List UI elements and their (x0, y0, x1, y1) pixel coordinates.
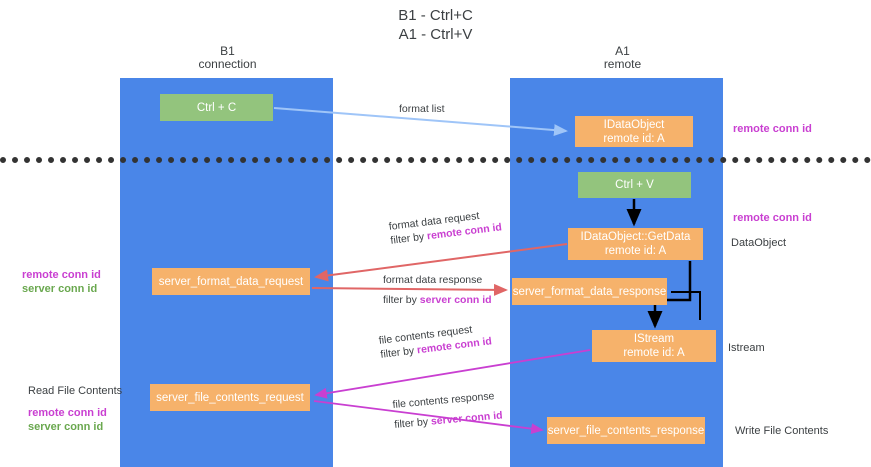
column-header-b1: B1 connection (150, 45, 305, 71)
annotation-remote-conn-id-top: remote conn id (733, 123, 812, 135)
box-getdata-line1: IDataObject::GetData (580, 231, 691, 243)
box-idataobject-line2: remote id: A (603, 132, 665, 145)
label-format-data-response-line1: format data response (383, 274, 483, 286)
annotation-left-read-block: Read File Contents remote conn id server… (28, 384, 122, 434)
box-server-format-data-request[interactable]: server_format_data_request (152, 268, 310, 295)
annotation-write-file-contents: Write File Contents (735, 425, 829, 437)
annotation-left-conn-ids-mid: remote conn id server conn id (22, 268, 101, 296)
annotation-dataobject: DataObject (731, 237, 787, 249)
box-server-file-contents-response[interactable]: server_file_contents_response (547, 417, 705, 444)
box-server-format-data-response-label: server_format_data_response (512, 285, 667, 298)
page-title: B1 - Ctrl+C A1 - Ctrl+V (0, 6, 871, 44)
label-format-data-response: format data response filter by server co… (383, 273, 492, 307)
box-istream[interactable]: IStream remote id: A (592, 330, 716, 362)
box-idataobject-line1: IDataObject (603, 118, 665, 131)
box-idataobject[interactable]: IDataObject remote id: A (575, 116, 693, 147)
column-a1-name: A1 (615, 44, 630, 58)
label-file-contents-response: file contents response filter by server … (392, 389, 503, 432)
section-divider (0, 157, 871, 163)
box-ctrl-v[interactable]: Ctrl + V (578, 172, 691, 198)
label-format-data-response-id: server conn id (419, 294, 492, 306)
label-format-data-request: format data request filter by remote con… (388, 206, 503, 247)
box-ctrl-v-label: Ctrl + V (615, 179, 654, 191)
label-file-contents-response-line2: filter by server conn id (393, 409, 504, 431)
column-b1-name: B1 (220, 44, 235, 58)
box-server-file-contents-request[interactable]: server_file_contents_request (150, 384, 310, 411)
column-a1-role: remote (603, 57, 642, 71)
box-server-file-contents-request-label: server_file_contents_request (156, 391, 304, 404)
box-istream-line2: remote id: A (623, 347, 685, 359)
column-header-a1: A1 remote (545, 45, 700, 71)
box-server-format-data-response[interactable]: server_format_data_response (512, 278, 667, 305)
annotation-istream: Istream (728, 342, 765, 354)
annotation-read-file-contents: Read File Contents (28, 385, 123, 397)
box-getdata-line2: remote id: A (604, 245, 667, 257)
box-ctrl-c-label: Ctrl + C (196, 101, 237, 114)
box-idataobject-getdata[interactable]: IDataObject::GetData remote id: A (568, 228, 703, 260)
title-line-2: A1 - Ctrl+V (398, 26, 473, 43)
box-server-file-contents-response-label: server_file_contents_response (547, 424, 705, 437)
column-b1-role: connection (198, 57, 257, 71)
box-ctrl-c[interactable]: Ctrl + C (160, 94, 273, 121)
label-format-list: format list (399, 102, 445, 116)
annotation-remote-conn-id-mid: remote conn id (733, 212, 812, 224)
label-file-contents-response-id: server conn id (430, 409, 504, 428)
label-format-data-response-line2: filter by server conn id (383, 294, 492, 306)
label-file-contents-request: file contents request filter by remote c… (378, 320, 493, 361)
annotation-left-server-conn-id-mid: server conn id (22, 283, 98, 295)
box-istream-line1: IStream (633, 333, 675, 345)
label-format-list-text: format list (399, 103, 445, 115)
label-file-contents-response-line1: file contents response (392, 390, 495, 411)
annotation-left-server-conn-id-low: server conn id (28, 421, 104, 433)
box-server-format-data-request-label: server_format_data_request (158, 275, 304, 288)
title-line-1: B1 - Ctrl+C (398, 7, 473, 24)
annotation-left-remote-conn-id-low: remote conn id (28, 407, 107, 419)
annotation-left-remote-conn-id-mid: remote conn id (22, 269, 101, 281)
